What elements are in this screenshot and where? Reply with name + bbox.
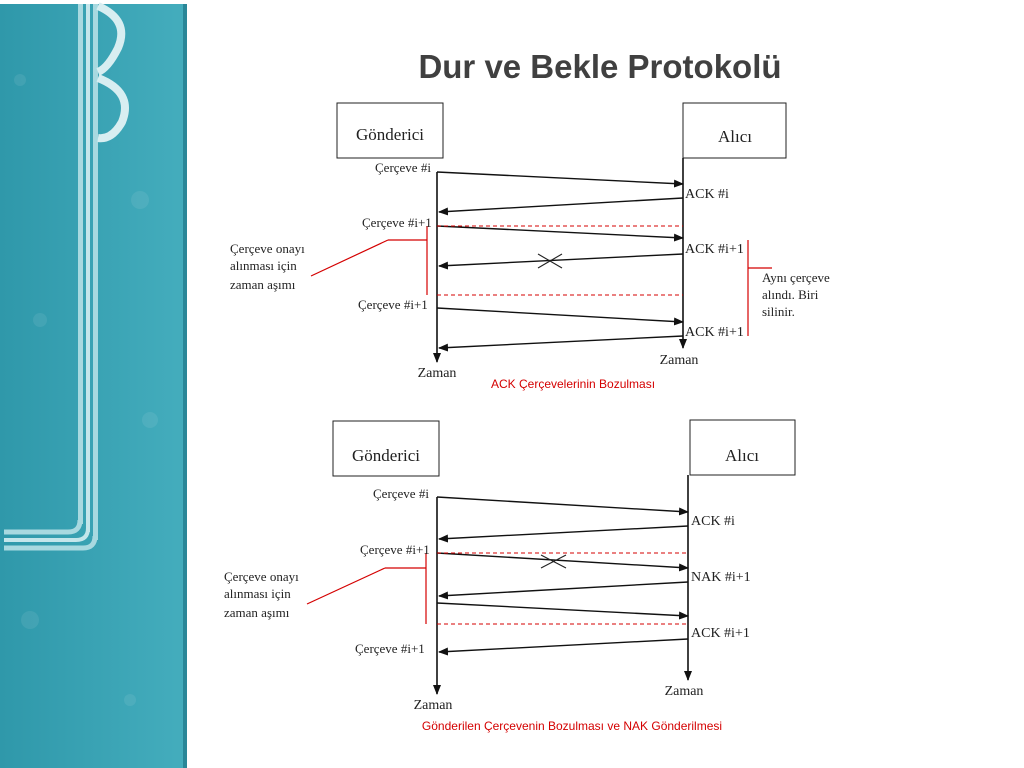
duplicate-note: alındı. Biri: [762, 287, 819, 302]
sender-label: Gönderici: [356, 125, 424, 144]
timeout-note: Çerçeve onayı: [230, 241, 305, 256]
frame-arrow: [436, 307, 684, 326]
ack-arrow: [438, 197, 684, 216]
ack-arrow-lost: [438, 253, 684, 270]
corruption-x-icon: [537, 253, 563, 269]
frame-arrow: [436, 496, 689, 516]
time-axis-label: Zaman: [665, 684, 704, 699]
ack-arrow: [438, 335, 684, 352]
frame-label: Çerçeve #i+1: [362, 215, 432, 230]
receiver-box: [682, 102, 787, 159]
receiver-label: Alıcı: [718, 127, 752, 146]
ack-label: ACK #i+1: [685, 242, 744, 257]
time-axis-label: Zaman: [414, 698, 453, 713]
receiver-box: [689, 419, 796, 476]
frame-arrow: [436, 602, 689, 620]
ack-arrow: [438, 638, 689, 656]
timeout-callout-line: [310, 239, 389, 277]
timeout-note: zaman aşımı: [224, 605, 290, 620]
ack-label: ACK #i+1: [691, 626, 750, 641]
frame-arrow: [436, 225, 684, 242]
ack-label: ACK #i: [691, 514, 735, 529]
sender-box: [336, 102, 444, 159]
nak-label: NAK #i+1: [691, 570, 751, 585]
ack-arrow: [438, 525, 689, 543]
ack-label: ACK #i+1: [685, 325, 744, 340]
sender-label: Gönderici: [352, 446, 420, 465]
duplicate-note: silinir.: [762, 304, 795, 319]
timeout-note: alınması için: [230, 258, 297, 273]
frame-label: Çerçeve #i: [373, 486, 429, 501]
duplicate-note: Aynı çerçeve: [762, 270, 830, 285]
frame-arrow-corrupted: [436, 552, 689, 572]
frame-label: Çerçeve #i+1: [358, 297, 428, 312]
diagram-caption: ACK Çerçevelerinin Bozulması: [491, 377, 655, 391]
timeout-callout-line: [306, 567, 386, 605]
frame-arrow: [436, 171, 684, 188]
corruption-x-icon: [540, 554, 567, 569]
diagram-caption: Gönderilen Çerçevenin Bozulması ve NAK G…: [422, 719, 722, 733]
diagram-nak: Gönderici Alıcı Çerçeve #i Çerçeve #i+1 …: [224, 419, 796, 733]
diagram-ack-corruption: Gönderici Alıcı Çerçeve #i Çerçeve #i+1 …: [230, 102, 830, 391]
receiver-label: Alıcı: [725, 446, 759, 465]
timeout-note: alınması için: [224, 586, 291, 601]
frame-label: Çerçeve #i+1: [355, 641, 425, 656]
timeout-note: zaman aşımı: [230, 277, 296, 292]
timeout-note: Çerçeve onayı: [224, 569, 299, 584]
nak-arrow: [438, 581, 689, 600]
ack-label: ACK #i: [685, 187, 729, 202]
frame-label: Çerçeve #i: [375, 160, 431, 175]
frame-label: Çerçeve #i+1: [360, 542, 430, 557]
slide-title: Dur ve Bekle Protokolü: [418, 48, 782, 85]
time-axis-label: Zaman: [660, 353, 699, 368]
sidebar-decoration: [0, 0, 190, 768]
time-axis-label: Zaman: [418, 366, 457, 381]
sender-box: [332, 420, 440, 477]
